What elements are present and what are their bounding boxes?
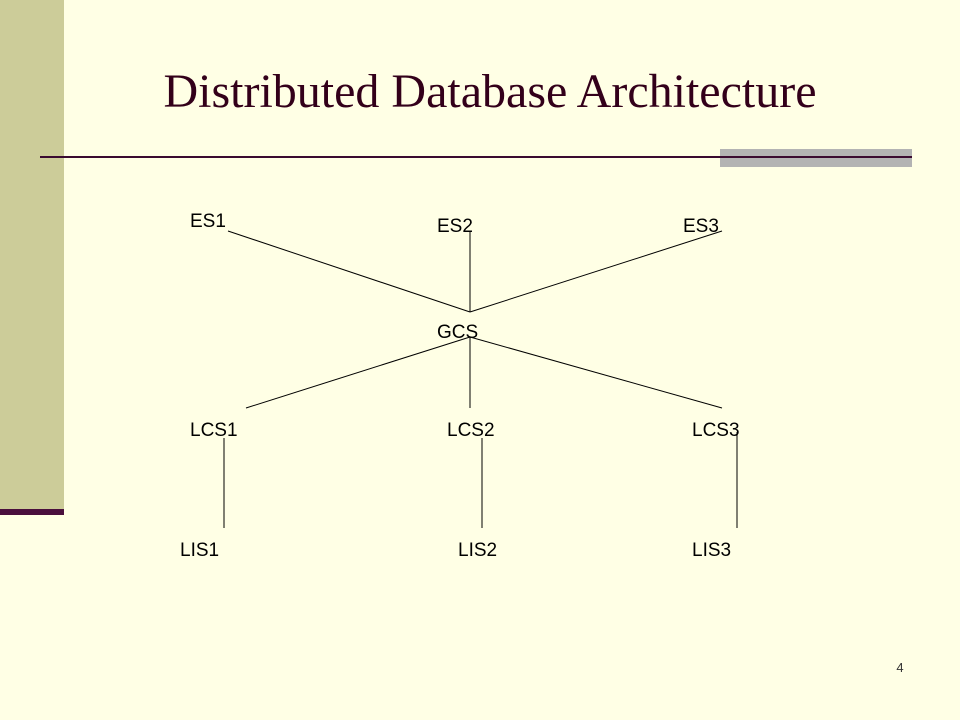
edge-gcs-lcs1 [245,336,471,409]
node-lcs3: LCS3 [692,420,740,441]
title-rule [40,156,912,158]
title-rule-accent-line [720,156,912,158]
node-es3: ES3 [683,216,719,237]
left-sidebar-bar [0,0,64,511]
node-lcs1: LCS1 [190,420,238,441]
node-gcs: GCS [437,322,478,343]
edge-es1-gcs [227,230,471,313]
edge-gcs-lcs3 [469,336,723,409]
node-lcs2: LCS2 [447,420,495,441]
node-lis1: LIS1 [180,540,219,561]
node-es1: ES1 [190,211,226,232]
node-lis2: LIS2 [458,540,497,561]
page-number: 4 [896,660,904,675]
slide-title: Distributed Database Architecture [163,65,817,118]
node-lis3: LIS3 [692,540,731,561]
left-sidebar-bar-base [0,509,64,515]
node-es2: ES2 [437,216,473,237]
edge-es3-gcs [469,230,723,313]
title-rule-accent [720,149,912,167]
